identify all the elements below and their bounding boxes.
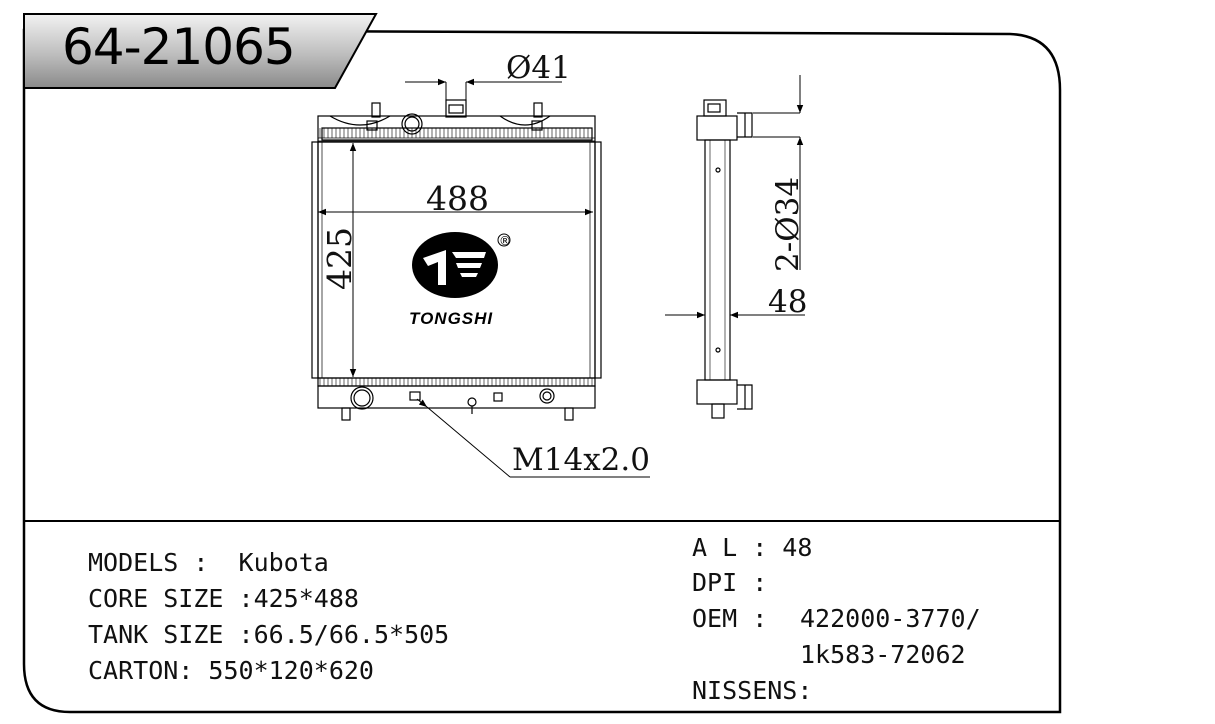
radiator-front-view (311, 99, 602, 421)
spec-tank-size: TANK SIZE :66.5/66.5*505 (88, 620, 450, 649)
brand-name: TONGSHI (409, 309, 493, 328)
spec-oem-value-1: 422000-3770/ (800, 604, 981, 633)
spec-core-size: CORE SIZE :425*488 (88, 584, 359, 613)
spec-nissens: NISSENS: (692, 676, 813, 705)
spec-al: A L : 48 (692, 533, 813, 562)
fin-hatching (319, 128, 593, 386)
part-number: 64-21065 (62, 18, 296, 76)
spec-oem-value-2: 1k583-72062 (800, 640, 966, 669)
pipe-diameter-label: 2-Ø34 (770, 177, 806, 272)
pipe-diameter-dim (753, 75, 804, 270)
spec-carton: CARTON: 550*120*620 (88, 656, 374, 685)
core-height-label: 425 (320, 227, 359, 290)
core-thickness-label: 48 (768, 284, 807, 320)
spec-dpi: DPI : (692, 568, 768, 597)
drain-thread-leader (416, 398, 650, 478)
registered-mark-circle (497, 233, 511, 247)
inlet-diameter-dim (405, 78, 562, 100)
core-width-label: 488 (426, 179, 489, 218)
registered-mark: ® (499, 234, 511, 248)
drain-thread-label: M14x2.0 (512, 442, 650, 478)
part-number-tab (23, 13, 378, 89)
outer-border (22, 28, 1062, 714)
spec-models: MODELS : Kubota (88, 548, 329, 577)
inlet-diameter-label: Ø41 (506, 50, 571, 86)
spec-oem-label: OEM : (692, 604, 768, 633)
tongshi-logo (412, 232, 498, 298)
radiator-side-view (696, 99, 753, 419)
